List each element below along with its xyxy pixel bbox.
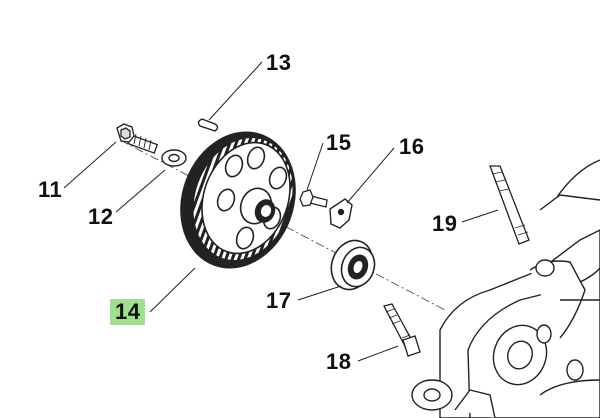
callout-16[interactable]: 16 <box>399 134 425 159</box>
callout-18[interactable]: 18 <box>326 349 352 374</box>
callout-14[interactable]: 14 <box>110 299 146 325</box>
part-pin-13 <box>197 118 219 132</box>
callout-17[interactable]: 17 <box>266 288 292 313</box>
part-screw-15 <box>299 189 328 208</box>
part-bearing-17 <box>330 239 376 291</box>
part-stud-18 <box>383 303 421 357</box>
part-stud-19 <box>489 165 530 245</box>
callout-19[interactable]: 19 <box>432 211 458 236</box>
part-gear-14 <box>180 131 296 269</box>
crankcase-housing <box>411 159 600 418</box>
part-washer-12 <box>161 149 187 167</box>
callout-11[interactable]: 11 <box>38 177 63 202</box>
part-screw-11 <box>116 123 159 154</box>
callout-12[interactable]: 12 <box>88 204 114 229</box>
leader-lines <box>63 61 499 362</box>
part-bracket-16 <box>329 198 353 229</box>
callout-13[interactable]: 13 <box>266 50 292 75</box>
callout-15[interactable]: 15 <box>326 130 352 155</box>
